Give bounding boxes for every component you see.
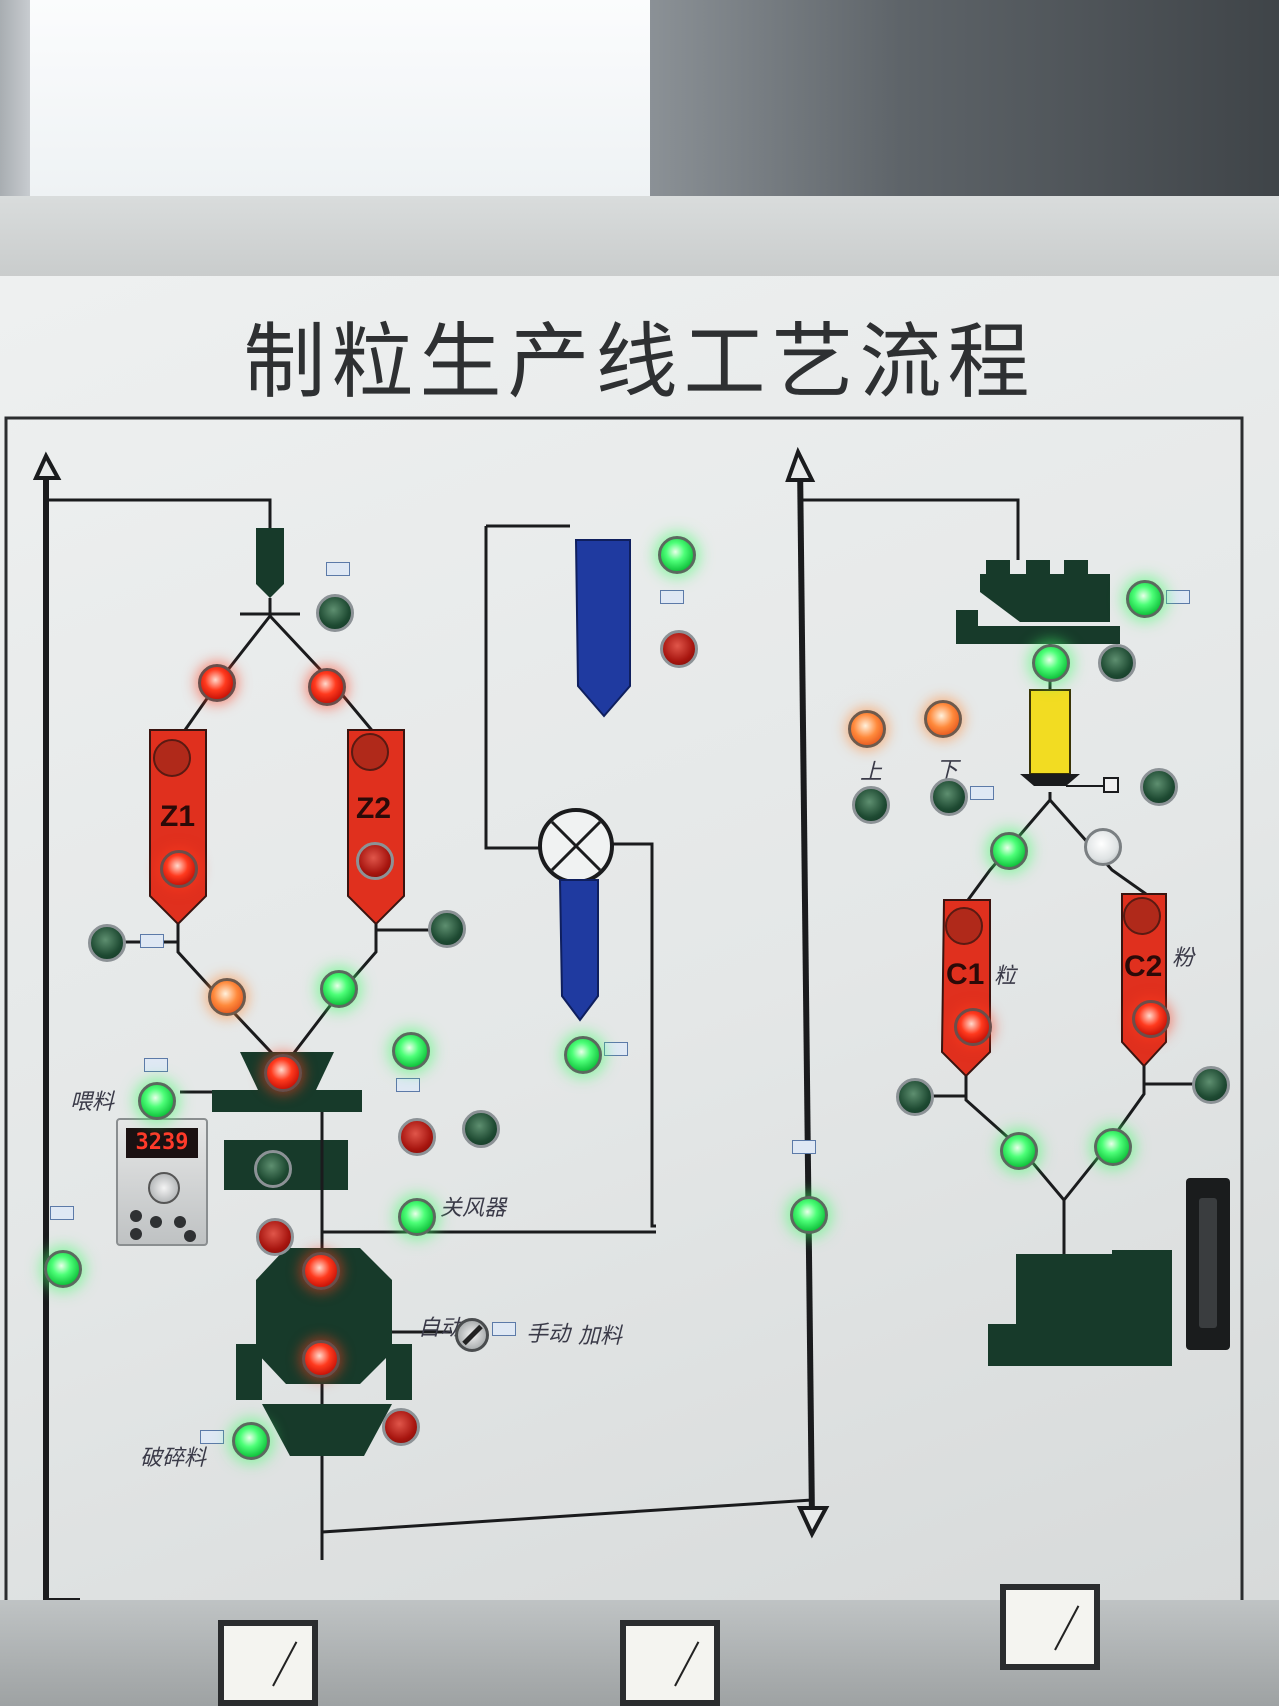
analog-meter-right (1000, 1584, 1100, 1670)
indicator-lamp-fan[interactable] (398, 1198, 436, 1236)
label-tag (396, 1078, 420, 1092)
push-button-screener-outlet[interactable] (1140, 768, 1178, 806)
panel-title: 制粒生产线工艺流程 (243, 315, 1036, 410)
label-tag (492, 1322, 516, 1336)
analog-meter-left (218, 1620, 318, 1706)
inverter-key[interactable] (130, 1228, 142, 1240)
label-tag (50, 1206, 74, 1220)
indicator-lamp-screener-run[interactable] (1032, 644, 1070, 682)
mill-discharge (262, 1404, 392, 1456)
indicator-lamp-divert-c1[interactable] (990, 832, 1028, 870)
cooler (980, 574, 1110, 622)
indicator-lamp-return-left[interactable] (44, 1250, 82, 1288)
bin-z2-label: Z2 (356, 792, 392, 825)
lower-silo (558, 879, 599, 1022)
push-button-lift-down[interactable] (930, 778, 968, 816)
indicator-lamp-lower-silo[interactable] (564, 1036, 602, 1074)
packing-machine (1016, 1254, 1112, 1348)
note-up: 上 (860, 760, 883, 785)
push-button-z2-discharge[interactable] (428, 910, 466, 948)
indicator-lamp-cooler[interactable] (1126, 580, 1164, 618)
push-button-divert-c2[interactable] (1084, 828, 1122, 866)
frequency-display: 3239 (126, 1128, 198, 1158)
indicator-lamp-lift-down[interactable] (924, 700, 962, 738)
push-button-screener[interactable] (1098, 644, 1136, 682)
push-button-c2-discharge[interactable] (1192, 1066, 1230, 1104)
note-fill: 加料 (578, 1324, 623, 1349)
push-button-lift-up[interactable] (852, 786, 890, 824)
indicator-lamp-fill[interactable] (392, 1032, 430, 1070)
push-button-conditioner[interactable] (254, 1150, 292, 1188)
indicator-lamp-cyclone[interactable] (658, 536, 696, 574)
note-down: 下 (936, 758, 959, 783)
inverter-key[interactable] (150, 1216, 162, 1228)
bin-z1-label: Z1 (160, 800, 196, 833)
indicator-lamp-gate-z1[interactable] (198, 664, 236, 702)
indicator-lamp-z2-valve[interactable] (320, 970, 358, 1008)
indicator-lamp-gate-z2[interactable] (308, 668, 346, 706)
inverter-key[interactable] (184, 1230, 196, 1242)
note-c1-side: 粒 (994, 964, 1017, 989)
push-button-cyclone-stop[interactable] (660, 630, 698, 668)
auto-manual-selector-switch[interactable] (455, 1318, 489, 1352)
pellet-mill (256, 1248, 392, 1384)
note-c2-side: 粉 (1172, 946, 1195, 971)
note-fan: 关风器 (440, 1196, 507, 1221)
label-tag (200, 1430, 224, 1444)
steel-column (0, 0, 30, 200)
pellet-screener (1029, 689, 1071, 775)
push-button-top-feeder[interactable] (316, 594, 354, 632)
indicator-lamp-z1-valve[interactable] (208, 978, 246, 1016)
push-button-conditioner-stop[interactable] (398, 1118, 436, 1156)
indicator-lamp-c1-valve[interactable] (1000, 1132, 1038, 1170)
mimic-panel (0, 276, 1279, 1606)
frequency-inverter[interactable]: 3239 (116, 1118, 208, 1246)
indicator-lamp-feeder[interactable] (138, 1082, 176, 1120)
push-button-c1-discharge[interactable] (896, 1078, 934, 1116)
indicator-lamp-return-right[interactable] (790, 1196, 828, 1234)
right-return-line (797, 461, 815, 1521)
note-manual: 手动 (526, 1322, 571, 1347)
bin-c2-label: C2 (1124, 950, 1163, 983)
indicator-lamp-crusher[interactable] (232, 1422, 270, 1460)
left-top-arrow (32, 451, 62, 480)
bin-c1-label: C1 (946, 958, 985, 991)
indicator-lamp-mixer[interactable] (264, 1054, 302, 1092)
cyclone-silo (574, 539, 631, 718)
level-indicator (1186, 1178, 1230, 1350)
speed-knob-icon[interactable] (148, 1172, 180, 1204)
label-tag (326, 562, 350, 576)
indicator-lamp-c1-level[interactable] (954, 1008, 992, 1046)
push-button-crusher-stop[interactable] (382, 1408, 420, 1446)
note-crushed: 破碎料 (140, 1446, 207, 1471)
label-tag (604, 1042, 628, 1056)
steel-structure-background (650, 0, 1279, 210)
push-button-mill-stop[interactable] (256, 1218, 294, 1256)
label-tag (140, 934, 164, 948)
note-feeder: 喂料 (70, 1090, 115, 1115)
label-tag (970, 786, 994, 800)
window-background (30, 0, 650, 200)
label-tag (144, 1058, 168, 1072)
indicator-lamp-c2-level[interactable] (1132, 1000, 1170, 1038)
label-tag (1166, 590, 1190, 604)
label-tag (792, 1140, 816, 1154)
indicator-lamp-mill-main[interactable] (302, 1340, 340, 1378)
indicator-lamp-z1-level[interactable] (160, 850, 198, 888)
top-hopper (256, 528, 284, 598)
label-tag (660, 590, 684, 604)
analog-meter-middle (620, 1620, 720, 1706)
push-button-z1-discharge[interactable] (88, 924, 126, 962)
inverter-key[interactable] (174, 1216, 186, 1228)
inverter-key[interactable] (130, 1210, 142, 1222)
push-button-conditioner-start[interactable] (462, 1110, 500, 1148)
indicator-lamp-mill-upper[interactable] (302, 1252, 340, 1290)
indicator-lamp-z2-level[interactable] (356, 842, 394, 880)
indicator-lamp-lift-up[interactable] (848, 710, 886, 748)
feeder-conveyor (212, 1090, 362, 1112)
cabinet-top-rail (0, 196, 1279, 281)
indicator-lamp-c2-valve[interactable] (1094, 1128, 1132, 1166)
